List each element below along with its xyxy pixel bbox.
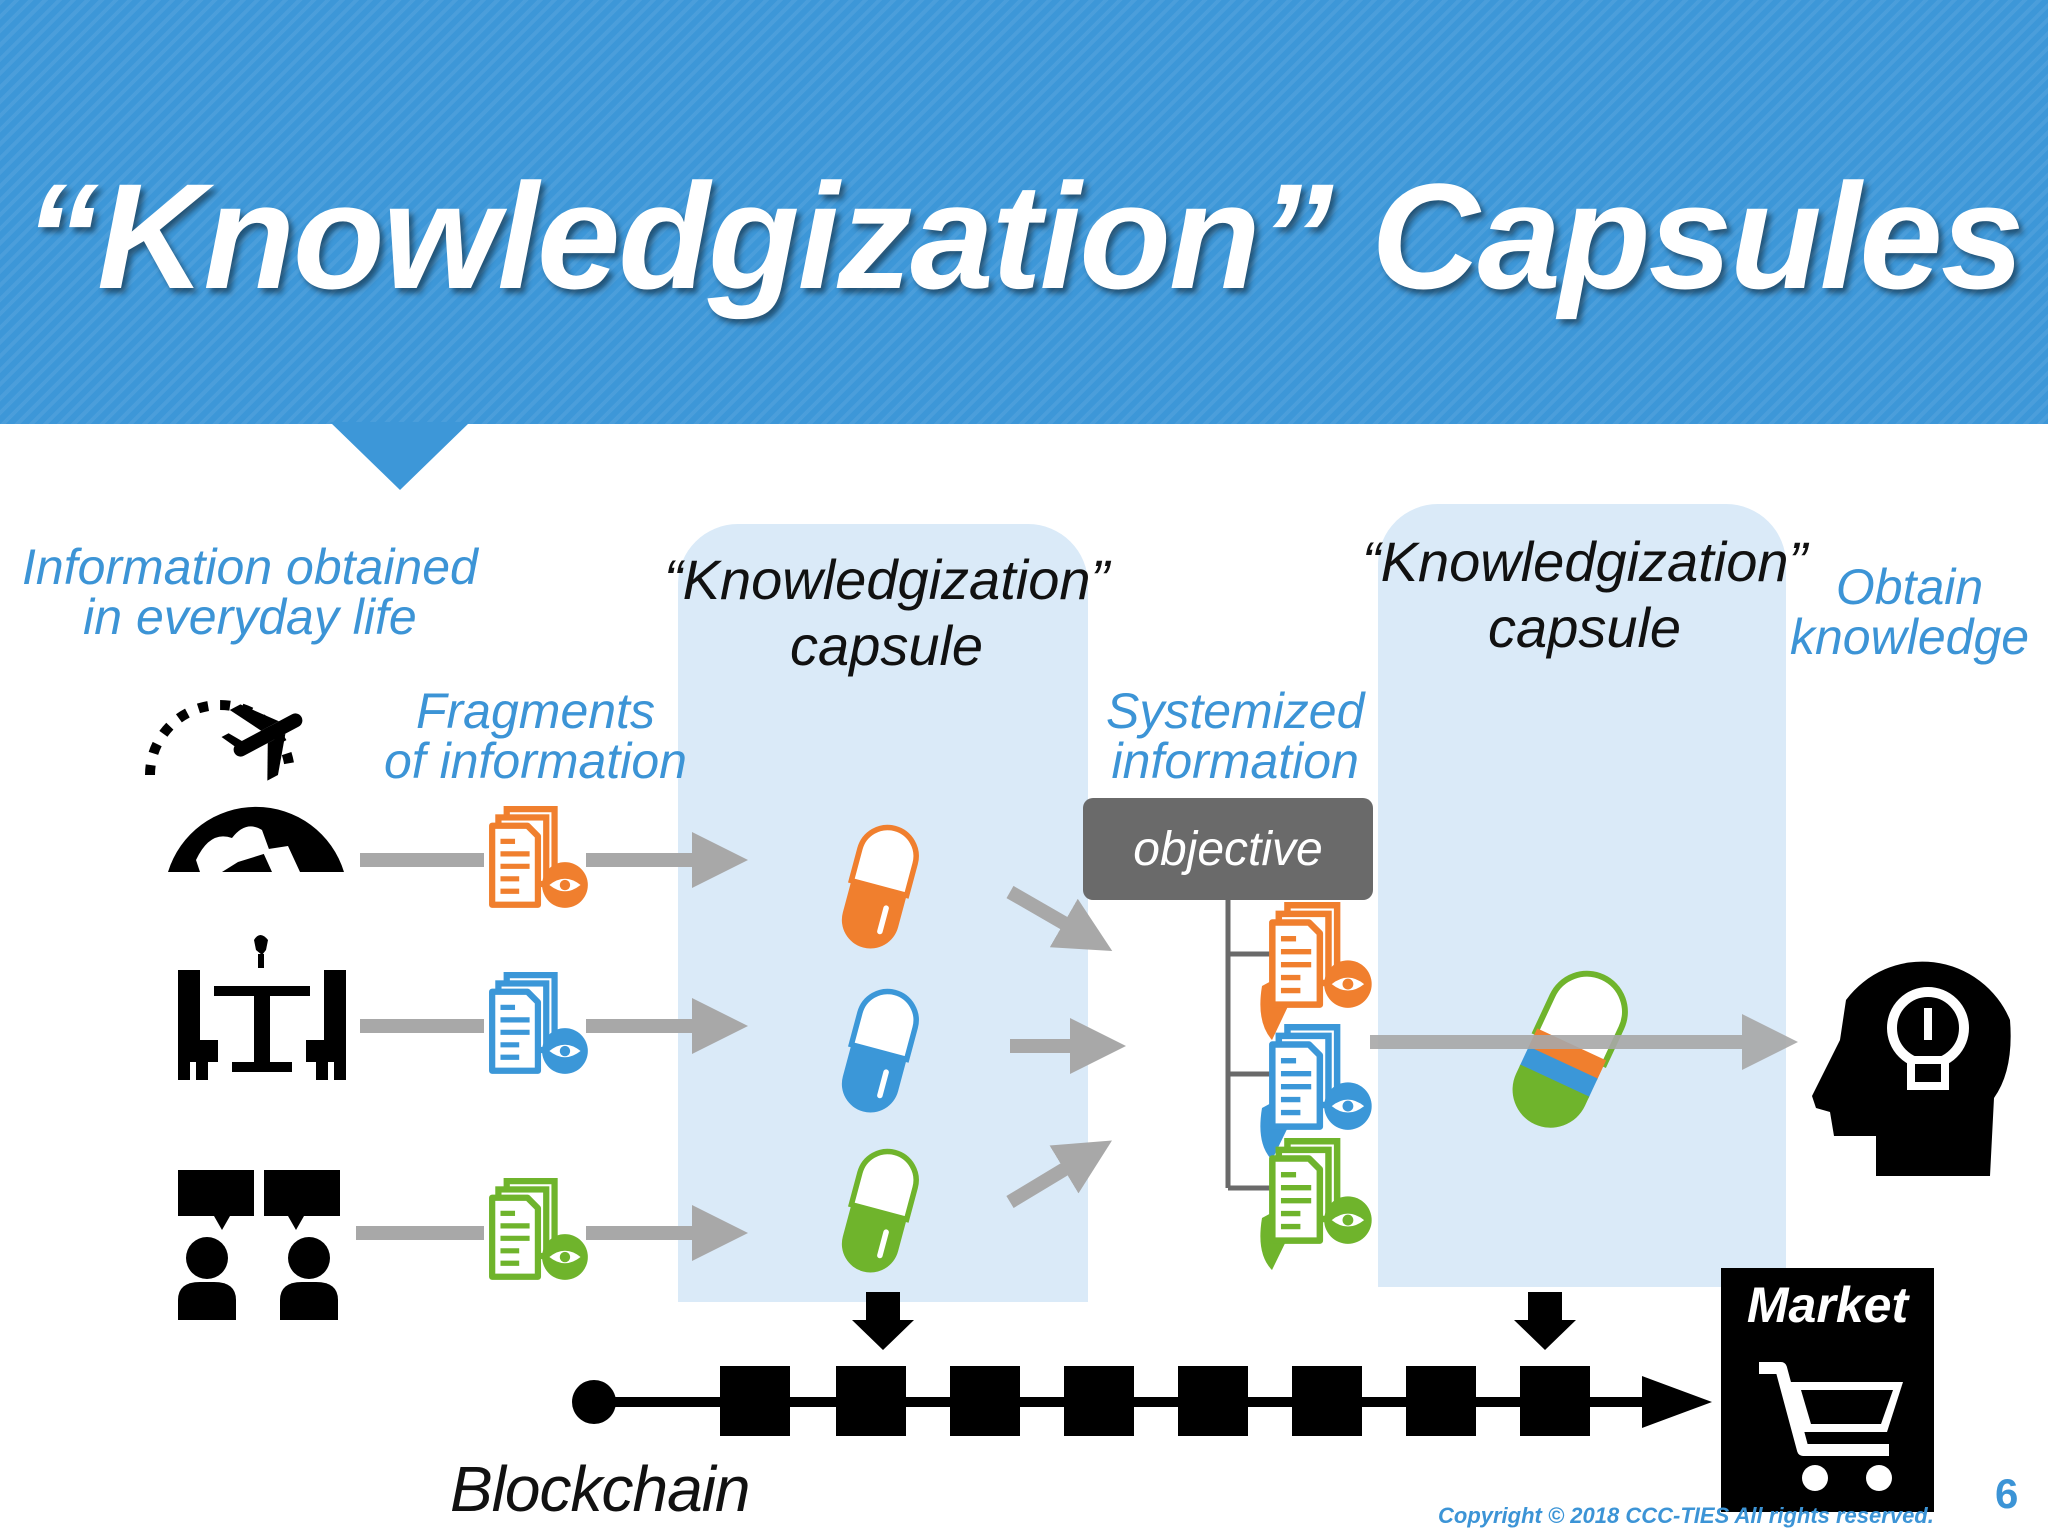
label-line: capsule (1488, 596, 1682, 659)
label-line: Systemized (1106, 683, 1365, 739)
document-eye-icon (492, 1181, 588, 1280)
chain-arrow-icon (1642, 1376, 1712, 1428)
systemized-stack (1260, 905, 1371, 1270)
label-line: capsule (790, 614, 984, 677)
label-capsule-left: “Knowledgization” capsule (664, 552, 1109, 674)
flow-arrows (356, 832, 1126, 1261)
down-arrow-icon (1514, 1292, 1576, 1350)
capsule-icon (835, 821, 922, 955)
conversation-icon (178, 1170, 340, 1320)
label-line: Obtain (1835, 559, 1984, 615)
capsule-icon (835, 985, 922, 1119)
capsule-panel-right (1378, 504, 1786, 1287)
objective-box: objective (1083, 798, 1373, 900)
block (836, 1366, 906, 1436)
document-eye-icon (1272, 1027, 1371, 1130)
document-eye-icon (1272, 1141, 1371, 1244)
arrow-capsule-orange-to-system (1006, 885, 1113, 951)
blockchain-label: Blockchain (450, 1453, 750, 1525)
label-capsule-right: “Knowledgization” capsule (1362, 534, 1807, 656)
label-line: information (1111, 733, 1359, 789)
block (1064, 1366, 1134, 1436)
market-box: Market (1721, 1268, 1934, 1512)
market-label: Market (1746, 1277, 1909, 1333)
block (1520, 1366, 1590, 1436)
objective-label: objective (1133, 822, 1323, 876)
combined-capsule-icon (1512, 970, 1628, 1128)
capsule-icon (835, 1145, 922, 1279)
label-obtain-knowledge: Obtain knowledge (1790, 562, 2029, 662)
document-eye-icon (492, 975, 588, 1074)
label-line: in everyday life (83, 589, 417, 645)
label-line: Fragments (415, 683, 655, 739)
document-eye-icon (492, 809, 588, 908)
block (1292, 1366, 1362, 1436)
down-arrow-icon (852, 1292, 914, 1350)
label-line: “Knowledgization” (664, 548, 1110, 611)
shopping-cart-icon (1759, 1362, 1903, 1491)
document-eye-icon (1272, 905, 1371, 1008)
blockchain-chain (572, 1366, 1712, 1436)
label-line: knowledge (1790, 609, 2030, 665)
head-lightbulb-icon (1812, 961, 2011, 1176)
travel-icon (145, 700, 344, 872)
block (720, 1366, 790, 1436)
block (950, 1366, 1020, 1436)
label-systemized: Systemized information (1106, 686, 1364, 786)
label-fragments: Fragments of information (384, 686, 687, 786)
page-number: 6 (1995, 1470, 2019, 1517)
label-everyday-info: Information obtained in everyday life (22, 542, 478, 642)
label-line: of information (384, 733, 687, 789)
block (1406, 1366, 1476, 1436)
slide-title: “Knowledgization” Capsules (24, 152, 2024, 320)
block (1178, 1366, 1248, 1436)
label-line: Information obtained (22, 539, 478, 595)
arrow-capsule-green-to-system (1006, 1140, 1112, 1208)
title-banner (0, 0, 2048, 424)
banner-pointer (330, 422, 470, 490)
label-line: “Knowledgization” (1362, 530, 1808, 593)
dining-icon (178, 935, 346, 1080)
copyright-notice: Copyright © 2018 CCC-TIES All rights res… (1438, 1503, 1934, 1528)
